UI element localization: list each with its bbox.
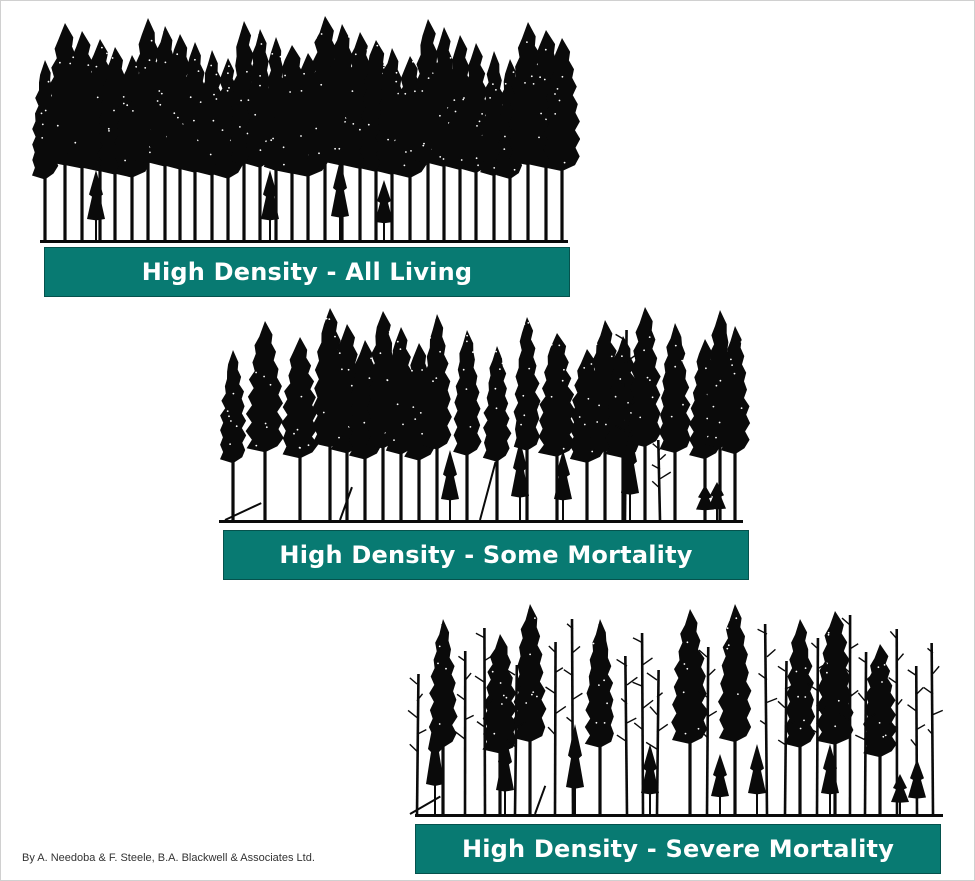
dead-snag-icon <box>454 650 474 815</box>
young-tree-icon <box>641 744 659 814</box>
author-credit: By A. Needoba & F. Steele, B.A. Blackwel… <box>22 852 315 864</box>
dead-snag-icon <box>698 646 718 815</box>
dead-snag-icon <box>855 651 876 815</box>
young-tree-icon <box>375 180 393 240</box>
young-tree-icon <box>426 714 444 814</box>
living-tree-icon <box>863 644 898 814</box>
young-tree-icon <box>496 734 514 814</box>
living-tree-icon <box>245 321 284 520</box>
living-tree-icon <box>453 330 482 520</box>
young-tree-icon <box>511 440 529 520</box>
living-tree-icon <box>658 323 691 520</box>
young-tree-icon <box>566 724 584 814</box>
living-tree-icon <box>628 307 662 520</box>
young-tree-icon <box>891 774 909 814</box>
living-tree-icon <box>281 337 319 520</box>
living-tree-icon <box>220 350 247 520</box>
label-all-living: High Density - All Living <box>44 247 570 297</box>
living-tree-icon <box>718 604 752 814</box>
fallen-log-icon <box>409 795 441 815</box>
dead-snag-icon <box>651 439 672 521</box>
young-tree-icon <box>708 482 726 520</box>
young-tree-icon <box>554 450 572 520</box>
panel-all-living: High Density - All Living <box>20 14 580 299</box>
label-some-mortality: High Density - Some Mortality <box>223 530 749 580</box>
panel-some-mortality: High Density - Some Mortality <box>205 300 765 582</box>
living-tree-icon <box>482 634 518 814</box>
fallen-log-icon <box>339 486 353 521</box>
young-tree-icon <box>821 744 839 814</box>
young-tree-icon <box>621 430 639 520</box>
dead-snag-icon <box>474 627 495 815</box>
ground-line <box>415 814 943 817</box>
living-tree-icon <box>537 333 576 520</box>
dead-snag-icon <box>757 623 778 815</box>
living-tree-icon <box>719 326 751 520</box>
young-tree-icon <box>331 160 349 240</box>
forest-severe-mortality <box>407 604 944 817</box>
living-tree-icon <box>584 619 614 814</box>
young-tree-icon <box>441 450 459 520</box>
dead-snag-icon <box>407 673 427 815</box>
young-tree-icon <box>696 485 714 520</box>
living-tree-icon <box>671 609 709 814</box>
young-tree-icon <box>87 170 105 240</box>
dead-snag-icon <box>505 664 526 815</box>
living-tree-icon <box>542 38 580 240</box>
dead-snag-icon <box>806 637 828 815</box>
young-tree-icon <box>748 744 766 814</box>
dead-snag-icon <box>777 660 796 815</box>
label-severe-mortality: High Density - Severe Mortality <box>415 824 941 874</box>
dead-snag-icon <box>838 614 859 815</box>
young-tree-icon <box>711 754 729 814</box>
forest-some-mortality <box>219 307 751 523</box>
dead-snag-icon <box>923 642 944 815</box>
living-tree-icon <box>816 611 854 814</box>
dead-snag-icon <box>545 641 567 815</box>
living-tree-icon <box>513 317 541 520</box>
young-tree-icon <box>261 170 279 240</box>
forest-all-living <box>32 16 580 243</box>
panel-severe-mortality: High Density - Severe Mortality <box>395 592 955 877</box>
dead-snag-icon <box>632 632 654 815</box>
fallen-log-icon <box>224 502 262 521</box>
fallen-log-icon <box>479 461 497 521</box>
dead-snag-icon <box>616 655 638 815</box>
ground-line <box>40 240 568 243</box>
living-tree-icon <box>421 314 452 520</box>
fallen-log-icon <box>534 785 547 815</box>
living-tree-icon <box>513 604 547 814</box>
young-tree-icon <box>908 759 926 814</box>
living-tree-icon <box>784 619 816 814</box>
ground-line <box>219 520 743 523</box>
living-tree-icon <box>482 346 512 520</box>
